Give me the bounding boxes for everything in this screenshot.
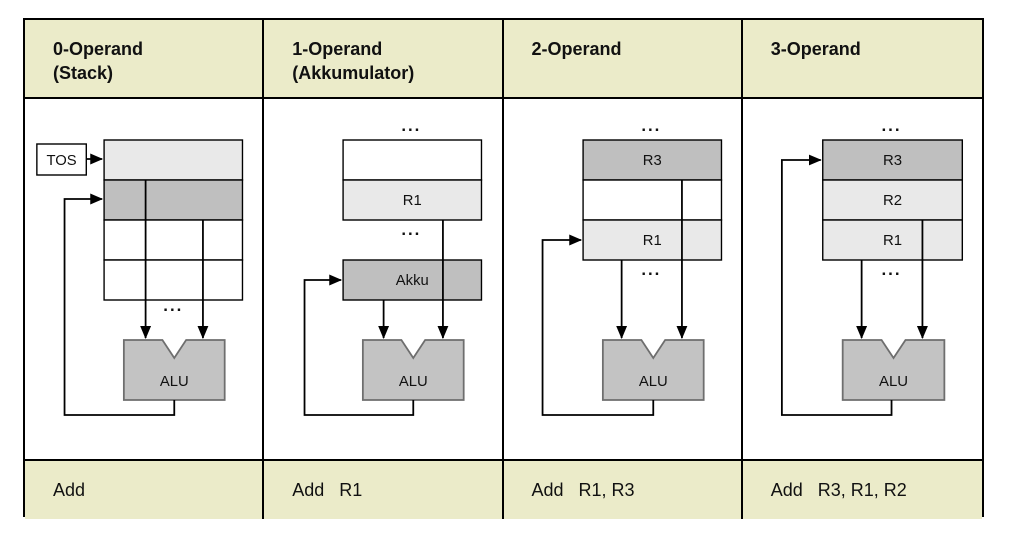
diagram-2-operand-machine: ... R3 R1 ... ALU — [503, 99, 743, 459]
alu-label: ALU — [160, 374, 189, 390]
diagram-akkumulator-machine: ... R1 ... Akku ALU — [264, 99, 504, 459]
alu-label: ALU — [399, 374, 428, 390]
akkumulator-machine-svg: ... R1 ... Akku ALU — [303, 116, 483, 416]
register-r1-label: R1 — [403, 193, 422, 209]
ellipsis-mid: ... — [402, 220, 422, 239]
register-cell-r3 — [821, 139, 963, 181]
instruction-example-3-operand: Add R3, R1, R2 — [742, 459, 982, 519]
header-3-operand: 3-Operand — [742, 20, 982, 99]
register-r3-label: R3 — [642, 153, 661, 169]
stack-machine-svg: TOS ... ALU — [36, 139, 244, 416]
result-feedback-wire — [541, 234, 654, 416]
header-subtitle: (Akkumulator) — [292, 63, 415, 83]
result-feedback-wire — [303, 274, 415, 416]
instruction-example-2-operand: Add R1, R3 — [503, 459, 743, 519]
register-cell-r2 — [821, 179, 963, 221]
register-cell-r1 — [821, 219, 963, 261]
instruction-example-akkumulator: Add R1 — [264, 459, 504, 519]
header-title: 1-Operand — [292, 39, 383, 59]
tos-label: TOS — [46, 153, 76, 169]
akku-register-box — [342, 259, 483, 301]
stack-cell-4 — [103, 259, 244, 301]
operand-architecture-table: 0-Operand (Stack) 1-Operand (Akkumulator… — [23, 18, 984, 519]
instruction-text: Add R1 — [292, 479, 363, 500]
ellipsis-above: ... — [881, 116, 901, 135]
instruction-text: Add — [53, 479, 86, 500]
alu-box — [122, 339, 226, 401]
header-0-operand: 0-Operand (Stack) — [25, 20, 265, 99]
register-cell-blank — [342, 139, 483, 181]
header-2-operand: 2-Operand — [503, 20, 743, 99]
register-cell-r1 — [342, 179, 483, 221]
header-title: 0-Operand — [53, 39, 144, 59]
register-cell-blank — [581, 179, 722, 221]
ellipsis-below: ... — [163, 296, 183, 315]
tos-pointer-box — [36, 143, 87, 176]
diagram-stack-machine: TOS ... ALU — [25, 99, 265, 459]
akku-label: Akku — [396, 273, 429, 289]
alu-box — [362, 339, 465, 401]
diagram-3-operand-machine: ... R3 R2 R1 ... ALU — [742, 99, 982, 459]
ellipsis-above: ... — [641, 116, 661, 135]
header-1-operand: 1-Operand (Akkumulator) — [264, 20, 504, 99]
register-cell-r3 — [581, 139, 722, 181]
register-r3-label: R3 — [883, 152, 902, 169]
stack-cell-second — [103, 179, 244, 221]
header-title: 2-Operand — [531, 39, 622, 59]
ellipsis-above: ... — [402, 116, 422, 135]
two-operand-machine-svg: ... R3 R1 ... ALU — [541, 116, 722, 416]
result-feedback-wire — [63, 193, 176, 416]
alu-label: ALU — [638, 374, 667, 390]
ellipsis-mid: ... — [881, 260, 901, 279]
instruction-text: Add R3, R1, R2 — [770, 479, 907, 500]
instruction-text: Add R1, R3 — [531, 479, 635, 500]
result-feedback-wire — [780, 154, 893, 416]
header-title: 3-Operand — [770, 39, 861, 59]
header-subtitle: (Stack) — [53, 63, 114, 83]
register-r1-label: R1 — [883, 232, 902, 249]
alu-box — [841, 339, 946, 401]
stack-cell-3 — [103, 219, 244, 261]
three-operand-machine-svg: ... R3 R2 R1 ... ALU — [780, 116, 963, 416]
register-cell-r1 — [581, 219, 722, 261]
instruction-example-stack: Add — [25, 459, 265, 519]
alu-label: ALU — [879, 373, 908, 390]
ellipsis-mid: ... — [641, 260, 661, 279]
register-r1-label: R1 — [642, 233, 661, 249]
alu-box — [601, 339, 705, 401]
register-r2-label: R2 — [883, 192, 902, 209]
stack-cell-tos — [103, 139, 244, 181]
